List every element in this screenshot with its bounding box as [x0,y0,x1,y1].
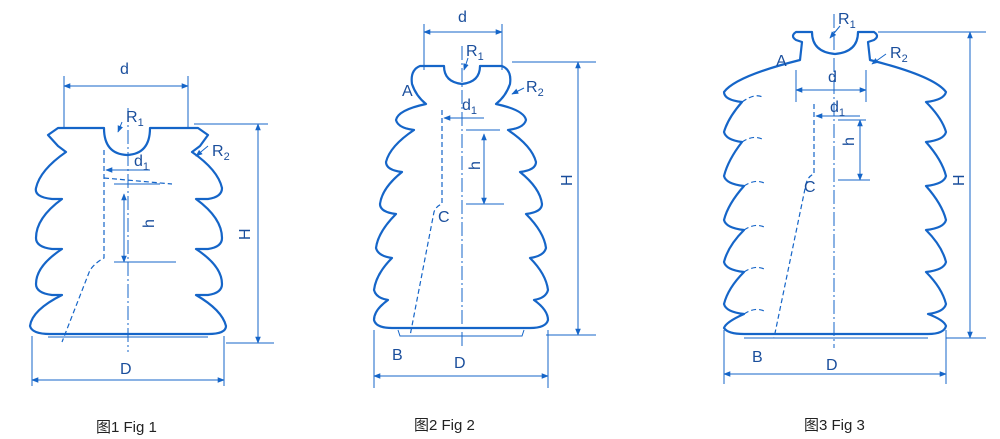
fig3-label-d1: d1 [830,99,845,119]
fig3-label-D: D [826,357,838,374]
fig3-label-h: h [841,137,858,146]
fig3-label-R2: R2 [890,45,908,65]
fig2-label-R2: R2 [526,79,544,99]
fig1-caption: 图1 Fig 1 [96,419,157,436]
fig2-label-H: H [559,174,576,186]
fig3-hidden-shed6 [743,308,767,315]
fig1-label-h: h [141,219,158,228]
fig1-hidden-rib [103,177,173,185]
fig3-label-R1: R1 [838,11,856,31]
fig1-label-D: D [120,361,132,378]
fig1-hidden-inner [61,150,105,343]
fig1-label-R1: R1 [126,109,144,129]
fig2-insulator-body [372,64,550,330]
figure-1: d R1 R2 d1 h H D 图1 Fig 1 [28,61,274,436]
fig3-label-C: C [804,179,816,196]
fig3-label-B: B [752,349,763,366]
fig3-label-A: A [776,53,787,70]
fig1-label-H: H [237,228,254,240]
fig3-hidden-shed4 [743,224,767,231]
fig1-label-d1: d1 [134,153,149,173]
fig2-label-h: h [467,161,484,170]
fig3-hidden-shed1 [741,95,765,103]
fig3-hidden-shed2 [741,136,765,143]
figure-3: R1 R2 A d d1 h C H B D 图3 Fig 3 [722,11,986,434]
fig2-caption: 图2 Fig 2 [414,417,475,434]
fig2-base-rim [397,329,525,337]
fig2-hidden-inner [409,110,443,337]
figure-2: d R1 R2 A d1 h C H B D 图2 Fig 2 [372,9,596,434]
fig3-hidden-inner [773,104,815,339]
fig3-insulator-body [722,30,948,336]
fig3-label-d: d [828,69,837,86]
fig2-label-d1: d1 [462,97,477,117]
fig2-label-D: D [454,355,466,372]
fig2-label-B: B [392,347,403,364]
fig3-hidden-shed3 [743,180,767,187]
fig2-label-A: A [402,83,413,100]
fig3-caption: 图3 Fig 3 [804,417,865,434]
fig2-label-d: d [458,9,467,26]
fig2-label-R1: R1 [466,43,484,63]
fig3-label-H: H [951,174,968,186]
fig3-hidden-shed5 [743,266,767,273]
fig1-label-R2: R2 [212,143,230,163]
fig2-label-C: C [438,209,450,226]
fig1-label-d: d [120,61,129,78]
